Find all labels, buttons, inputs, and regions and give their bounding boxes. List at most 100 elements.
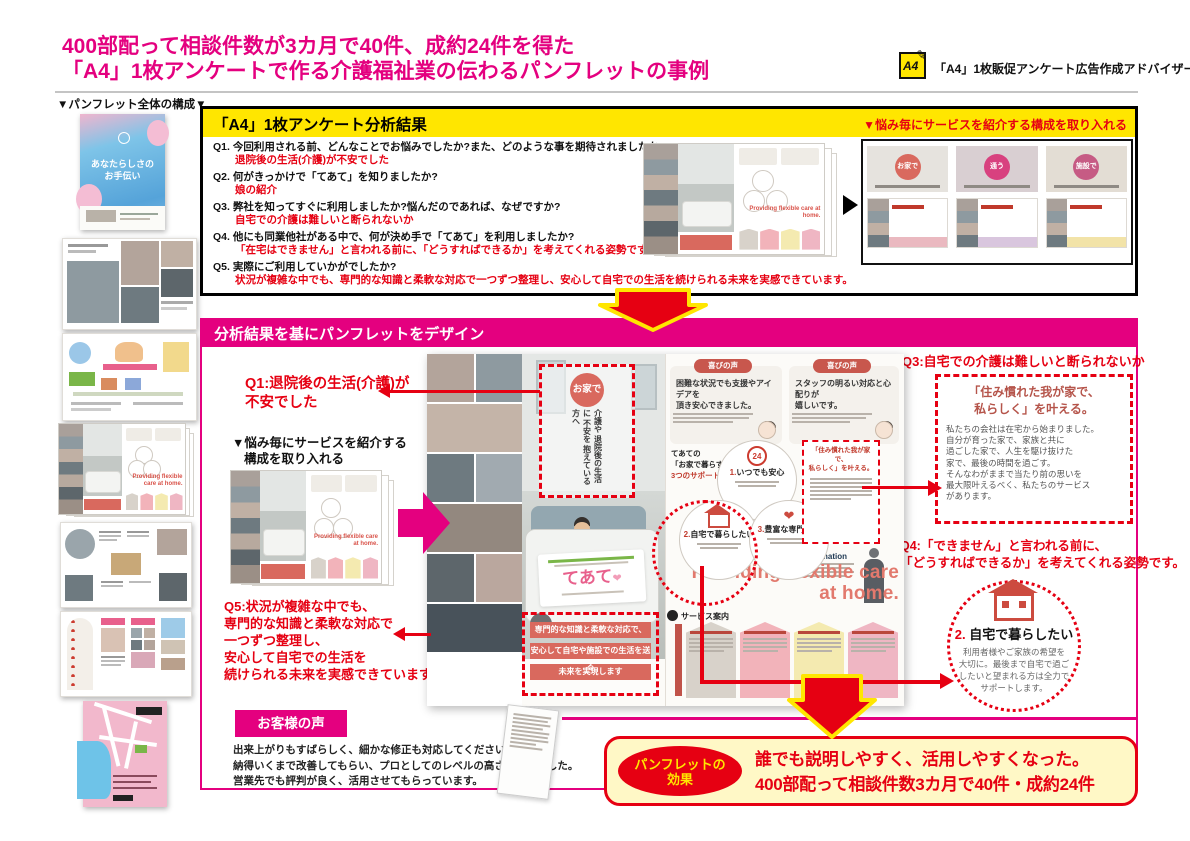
voice-line: 困難な状況でも支援やアイデアを — [676, 379, 772, 399]
mini-circle — [143, 460, 162, 478]
handwriting-line — [509, 744, 543, 751]
thumb-hand-illustration — [115, 342, 143, 362]
cover-title-line1: あなたらしさの — [90, 159, 154, 169]
design-stack-preview: Providing flexible care at home. — [230, 470, 396, 588]
mini-collage — [231, 471, 260, 583]
thumb-text-line — [161, 307, 187, 310]
map-footer-text — [113, 781, 151, 783]
cover-title: あなたらしさの お手伝い — [80, 158, 165, 182]
thumb-text-line — [101, 585, 123, 587]
cover-blossom-shape — [147, 120, 169, 146]
mini-bubble — [125, 427, 153, 442]
quote-mini-title: 「住み慣れた我が家で、 私らしく」を叶える。 — [807, 446, 875, 473]
mini-card — [780, 228, 800, 250]
circle2-body-line: したいと望まれる方は全力で — [958, 671, 1070, 681]
panel-label-facility: 施設で — [1073, 154, 1100, 180]
placeholder-line — [810, 486, 872, 488]
circle2-title: 2. 自宅で暮らしたい — [950, 624, 1078, 643]
qa-answer: 娘の紹介 — [235, 184, 277, 196]
cover-title-line2: お手伝い — [104, 171, 141, 181]
thumb-sky-photo — [161, 618, 185, 638]
pamphlet-spread: お家で 介護や 退院後の生活に 不安を 抱えている方へ て — [427, 354, 904, 706]
placeholder-line — [797, 646, 841, 648]
mini-wall — [259, 471, 306, 512]
placeholder-line — [743, 638, 787, 640]
pamphlet-photo-collage — [427, 354, 522, 706]
q3-quote-body-line: 過ごした家で、人生を駆け抜けた — [946, 446, 1074, 457]
effect-down-arrow-icon — [787, 674, 877, 739]
card-title-bar — [852, 631, 894, 634]
q3-quote-body-line: があります。 — [946, 491, 997, 502]
panel-strip — [888, 237, 948, 247]
collage-photo — [427, 354, 474, 402]
thumb-house-illustration — [125, 378, 141, 390]
q5-connector-line — [405, 633, 431, 636]
thumb-photo — [144, 628, 155, 638]
analysis-stack-preview: Providing flexible care at home. — [643, 143, 839, 259]
design-title: 分析結果を基にパンフレットをデザイン — [214, 326, 485, 343]
placeholder-line — [689, 642, 733, 644]
placeholder-line — [673, 417, 749, 419]
person-body — [864, 559, 884, 603]
qa-no: Q5. — [213, 261, 230, 273]
analysis-title-bar: 「A4」1枚アンケート分析結果 ▼悩み毎にサービスを紹介する構成を取り入れる — [203, 109, 1135, 137]
qa-question: Q5. 実際にご利用していかがでしたか? — [213, 261, 853, 274]
placeholder-line — [792, 417, 866, 419]
placeholder-line — [735, 481, 779, 483]
thumb-photo — [121, 287, 159, 323]
cover-footer-text — [120, 218, 150, 220]
thumb-photo — [65, 575, 93, 601]
pamphlet-backcover-map-thumbnail — [77, 701, 167, 807]
thumb-photo — [121, 241, 159, 285]
placeholder-line — [810, 482, 872, 484]
mini-circle — [321, 497, 341, 518]
support-intro-line: 「お家で暮らす」 — [671, 460, 731, 469]
vertical-col: 不安を — [582, 419, 592, 443]
voice-bubble-text: スタッフの明るい対応と心配りが 嬉しいです。 — [795, 378, 893, 411]
page-title-line2: 「A4」1枚アンケートで作る介護福祉業の伝わるパンフレットの事例 — [62, 60, 710, 83]
circle2-body: 利用者様やご家族の希望を 大切に。最後まで自宅で過ご したいと望まれる方は全力で… — [950, 646, 1078, 694]
service-section-label: サービス案内 — [667, 610, 729, 622]
collage-photo — [427, 454, 474, 502]
annotation-q4-line: Q4:「できません」と言われる前に、 — [900, 539, 1107, 553]
placeholder-line — [673, 421, 733, 423]
support-intro-line: てあての — [671, 449, 701, 458]
qa-item: Q3. 弊社を知ってすぐに利用しましたか?悩んだのであれば、なぜですか? 自宅で… — [213, 201, 853, 227]
q5-arrowhead-icon — [393, 627, 405, 641]
quote-mini-line: 「住み慣れた我が家で、 — [811, 447, 871, 463]
pamphlet-spread-thumbnail-photos — [62, 238, 197, 330]
panel-mini-spread — [956, 198, 1038, 248]
thumb-text-line — [101, 660, 125, 662]
placeholder-line — [797, 650, 832, 652]
cover-footer-text — [120, 213, 158, 215]
mini-headline: Providing flexible care at home. — [749, 205, 821, 219]
card-title-bar — [744, 631, 786, 634]
headline-line2: at home. — [819, 583, 899, 604]
design-section: 分析結果を基にパンフレットをデザイン Q1:退院後の生活(介護)が 不安でした … — [200, 318, 1185, 800]
card-title-bar — [798, 631, 840, 634]
placeholder-line — [738, 485, 776, 487]
home-vertical-text: 介護や 退院後の生活に 不安を 抱えている方へ — [571, 409, 604, 487]
support2-dashed-circle — [652, 500, 758, 606]
mini-collage — [644, 144, 679, 254]
mini-wall — [82, 424, 122, 457]
support-text: 豊富な専門知識 — [764, 525, 821, 534]
support-intro: てあての 「お家で暮らす」 3つのサポート — [671, 448, 731, 481]
triangle-arrow-icon — [843, 195, 858, 215]
voice-bubble-2: 喜びの声 スタッフの明るい対応と心配りが 嬉しいです。 — [789, 359, 899, 444]
panel-label-home: お家で — [894, 154, 921, 180]
annotation-q4: Q4:「できません」と言われる前に、 「どうすればできるか」を考えてくれる姿勢で… — [900, 538, 1185, 572]
qa-question: Q2. 何がきっかけで「てあて」を知りましたか? — [213, 171, 853, 184]
person-head — [869, 548, 879, 558]
placeholder-line — [743, 650, 778, 652]
annotation-q3: Q3:自宅での介護は難しいと断られないか — [902, 354, 1145, 369]
mini-bubble — [739, 148, 778, 165]
thumb-photo — [131, 640, 142, 650]
collage-photo — [427, 554, 474, 602]
thumb-house-illustration — [101, 378, 117, 390]
mini-car-body — [681, 201, 733, 228]
qa-no: Q4. — [213, 231, 230, 243]
magenta-right-arrow-icon — [398, 492, 450, 554]
qa-answer: 「在宅はできません」と言われる前に、「どうすればできるか」を考えてくれる姿勢です… — [235, 244, 657, 256]
